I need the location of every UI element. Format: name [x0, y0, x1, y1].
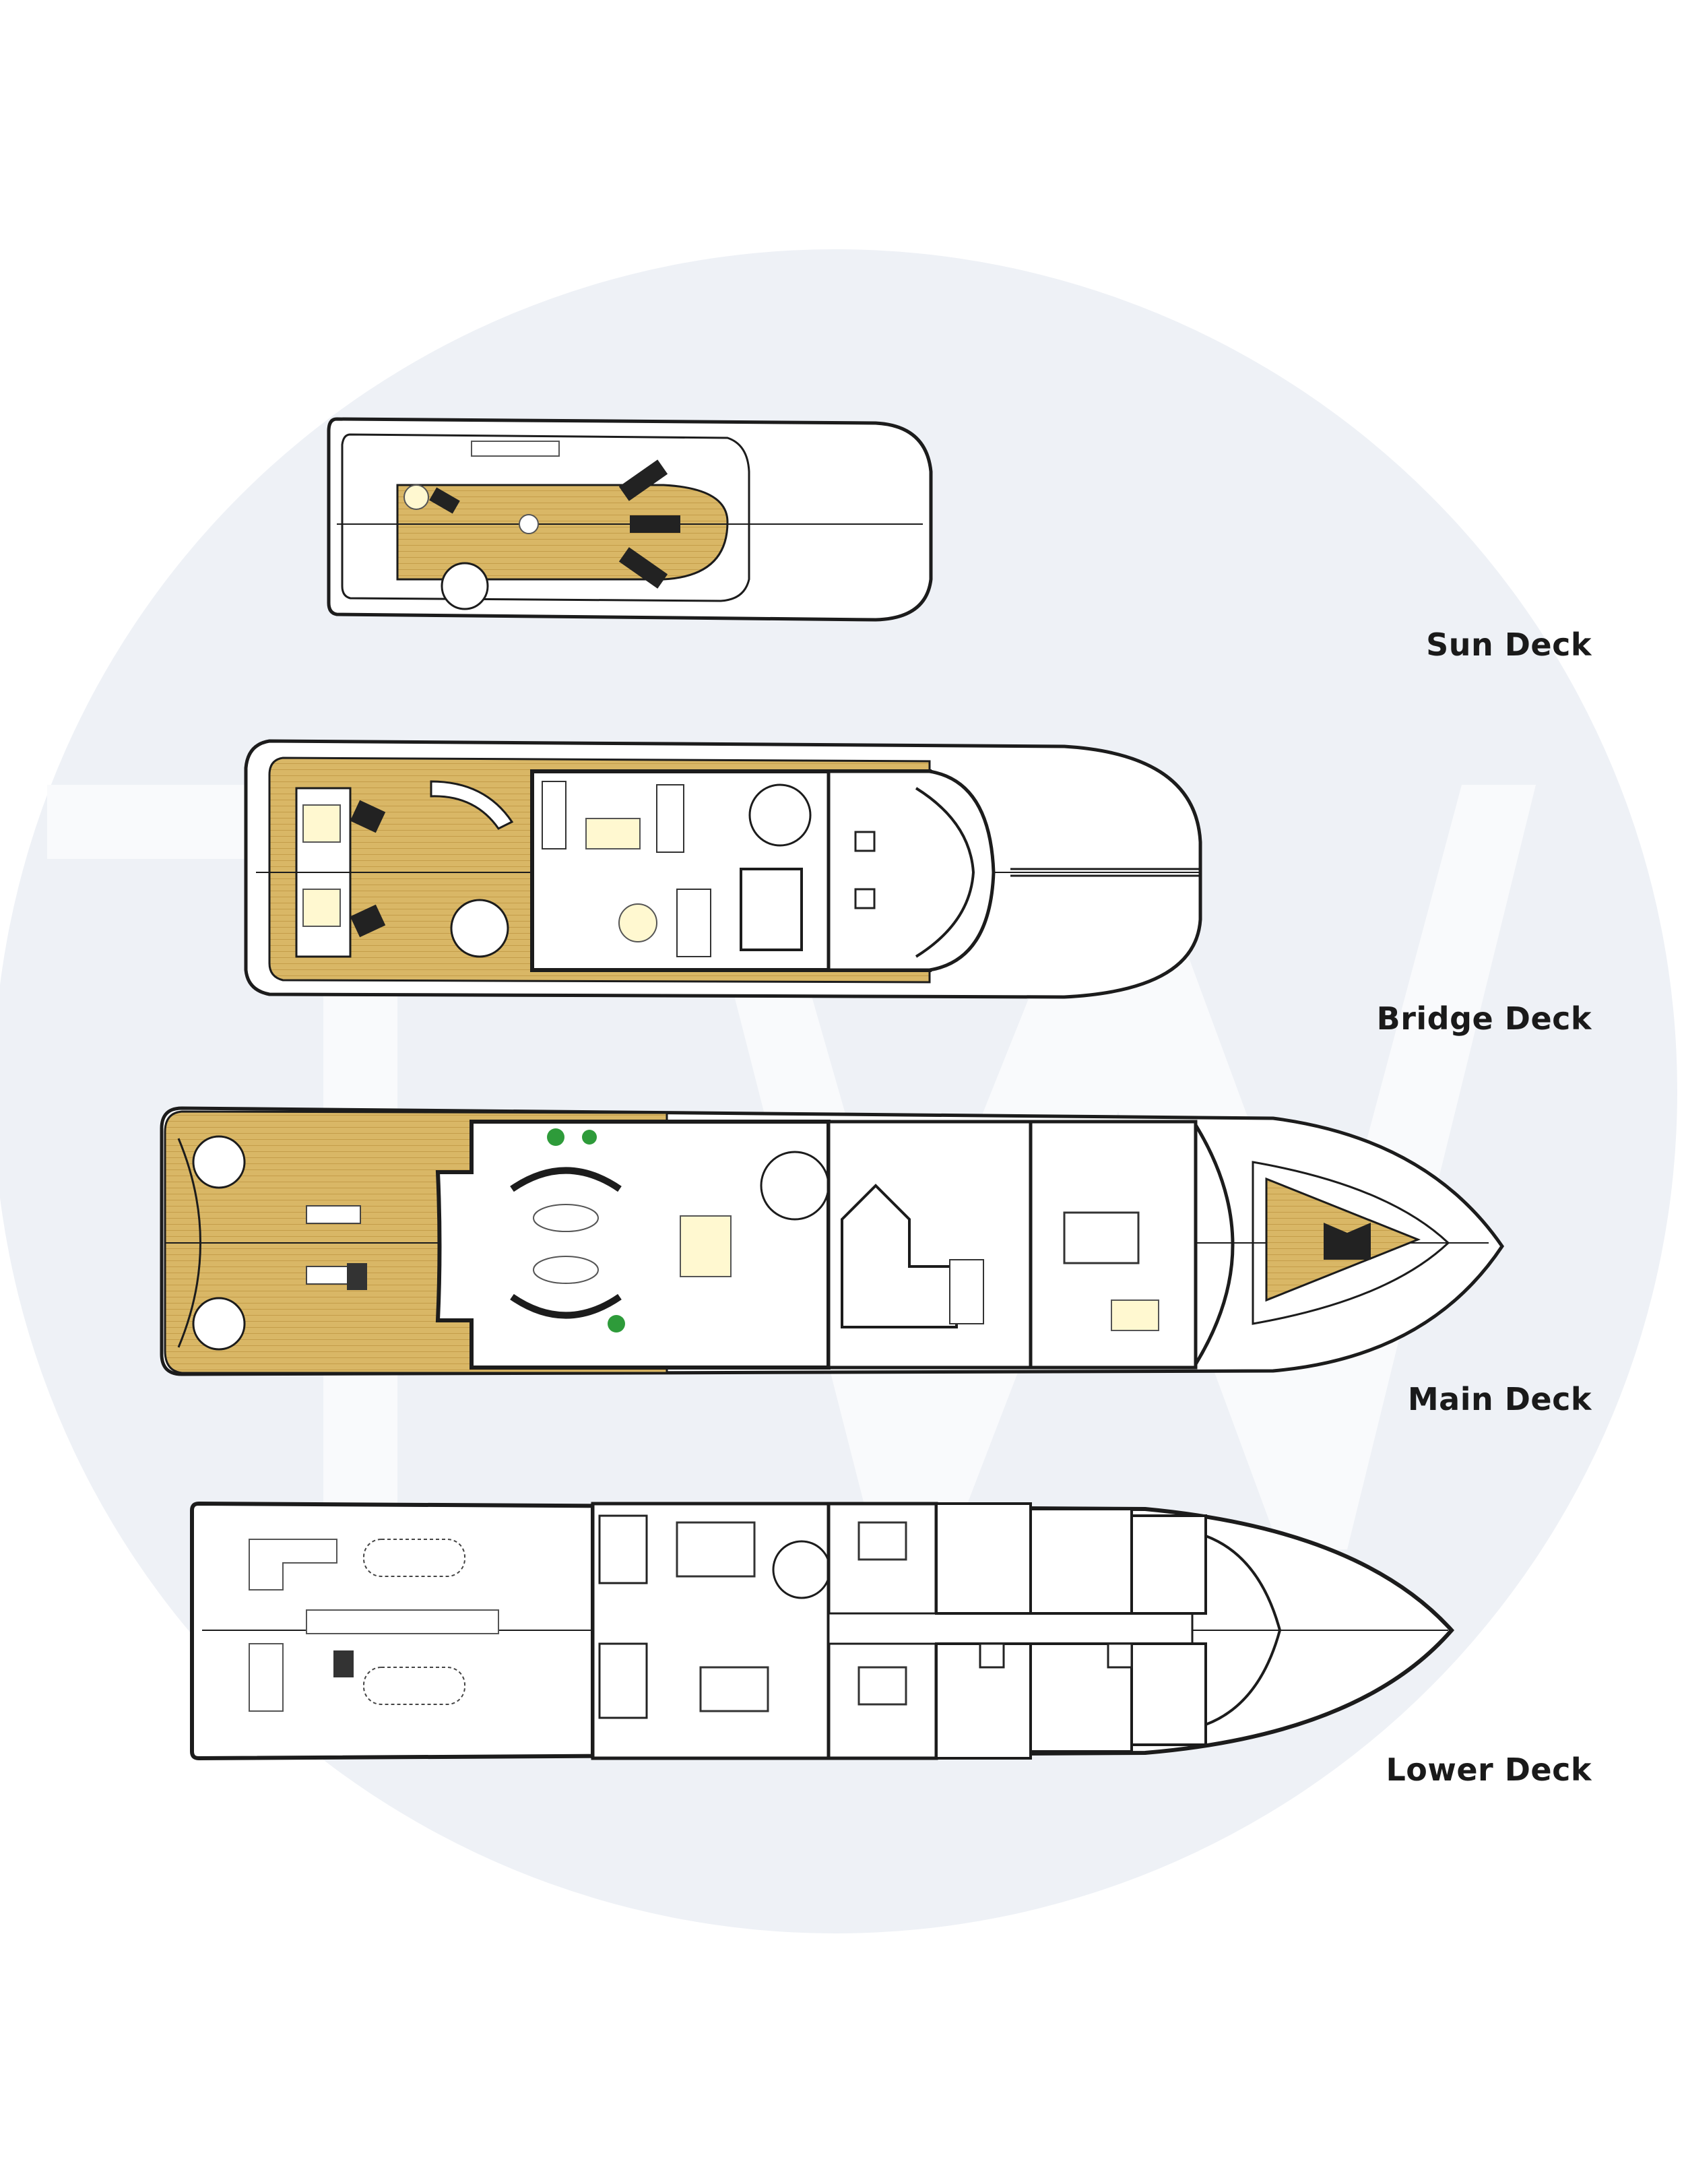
main-deck-stairs [347, 1263, 367, 1290]
bridge-deck-helm-chair [854, 831, 876, 852]
main-deck-plan [160, 1106, 1505, 1376]
main-deck-spiral-stair [192, 1135, 246, 1189]
sun-deck-table [519, 514, 539, 534]
lower-deck-garage-storage [306, 1609, 499, 1634]
bridge-deck-spiral-stair [748, 783, 812, 847]
main-deck-sunpad [306, 1205, 361, 1224]
lower-deck-tender [363, 1667, 465, 1705]
bridge-deck-bar [676, 889, 711, 957]
lower-deck-corridor [827, 1612, 1194, 1645]
main-deck-plant [582, 1130, 597, 1145]
sun-deck-sunbed [618, 459, 668, 501]
lower-deck-tender [363, 1539, 465, 1577]
main-deck-dining-crew [949, 1259, 984, 1324]
bridge-deck-console [915, 787, 975, 958]
sun-deck-spiral-stair [441, 562, 489, 610]
lower-deck-stairs [333, 1650, 354, 1677]
sun-deck-plan [327, 417, 933, 622]
lower-deck-bath [598, 1514, 648, 1584]
deck-label-lower: Lower Deck [1386, 1752, 1592, 1788]
sun-deck-sunbed [618, 547, 668, 589]
main-deck-coffee-table [533, 1204, 599, 1232]
sun-deck-sunbed [630, 515, 680, 533]
lower-deck-crew-cabin [1130, 1514, 1207, 1615]
bridge-deck-helm-chair [854, 888, 876, 909]
main-deck-galley-island [841, 1184, 958, 1328]
bridge-deck-chair [350, 800, 386, 833]
sun-deck-spa [403, 484, 429, 510]
lower-deck-bed [857, 1666, 907, 1706]
main-deck-forward-bulkhead [1194, 1124, 1235, 1366]
lower-deck-crew-cabin [1029, 1508, 1133, 1615]
lower-deck-forepeak [1205, 1535, 1282, 1726]
lower-deck-spiral-stair [772, 1540, 831, 1599]
main-deck-windlass [1324, 1223, 1371, 1260]
bridge-deck-coffee-table [585, 818, 641, 849]
sun-deck-chair [429, 487, 460, 514]
lower-deck-bed [699, 1666, 769, 1712]
deck-label-sun: Sun Deck [1426, 627, 1592, 663]
lower-deck-head [1107, 1642, 1133, 1669]
main-deck-sofa [510, 1167, 622, 1192]
lower-deck-garage-storage [249, 1539, 337, 1591]
deck-label-bridge: Bridge Deck [1376, 1000, 1592, 1037]
bridge-deck-chair [350, 904, 386, 938]
lower-deck-crew-cabin [1130, 1642, 1207, 1746]
bridge-deck-dining-table [618, 903, 657, 942]
bridge-deck-sofa [430, 780, 514, 830]
main-deck-bed [1063, 1211, 1140, 1264]
main-deck-spiral-stair [192, 1297, 246, 1351]
main-deck-sofa [510, 1293, 622, 1319]
deck-label-main: Main Deck [1407, 1381, 1592, 1417]
sun-deck-inner-rail [341, 433, 750, 602]
bridge-deck-cushion [302, 889, 341, 927]
main-deck-desk [1111, 1299, 1159, 1331]
bridge-deck-sofa-block [656, 784, 684, 853]
bridge-deck-wheelhouse [827, 769, 996, 972]
lower-deck-bed [857, 1521, 907, 1561]
bridge-deck-plan [244, 739, 1202, 999]
main-deck-plant [547, 1128, 564, 1146]
main-deck-coffee-table [533, 1256, 599, 1284]
lower-deck-bath [598, 1642, 648, 1719]
bridge-deck-head [740, 868, 803, 951]
bridge-deck-spiral-stair [450, 899, 509, 958]
lower-deck-plan [190, 1501, 1455, 1761]
lower-deck-garage-storage [249, 1643, 284, 1712]
bridge-deck-sofa-block [542, 781, 566, 849]
main-deck-spiral-stair [760, 1151, 830, 1221]
lower-deck-bed [676, 1521, 756, 1578]
sun-deck-bench [471, 441, 560, 457]
main-deck-bow-rail [1252, 1161, 1450, 1325]
lower-deck-head [979, 1642, 1005, 1669]
main-deck-galley [827, 1120, 1033, 1370]
lower-deck-crew-cabin [935, 1502, 1032, 1615]
main-deck-dining-table [680, 1215, 732, 1277]
main-deck-plant [608, 1315, 625, 1332]
bridge-deck-cushion [302, 804, 341, 843]
sun-deck-teak [396, 484, 729, 581]
main-deck-salon [435, 1120, 831, 1370]
